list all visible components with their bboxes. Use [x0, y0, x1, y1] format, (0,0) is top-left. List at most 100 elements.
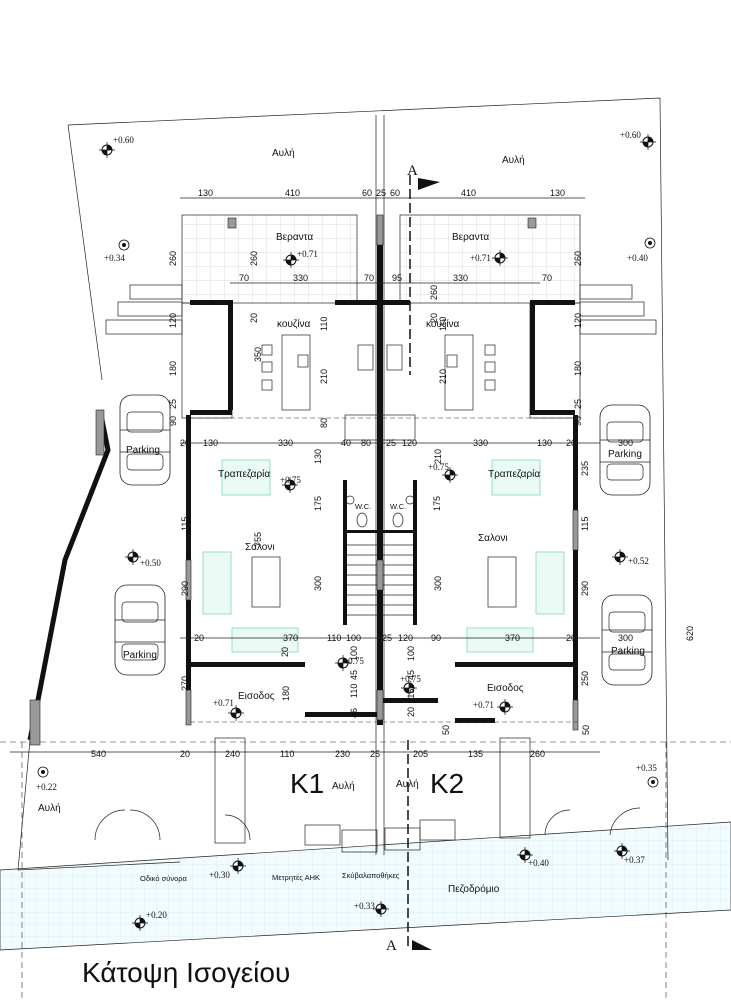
dimensions-top: 130 410 60 25 60 410 130 70 330 70 95 33… [91, 188, 633, 759]
level: +0.75 [280, 475, 301, 485]
label-entrance-k1: Εισοδος [238, 691, 275, 702]
dim: 260 [429, 285, 439, 300]
note-road-boundary: Οδικό σύνορα [140, 874, 188, 883]
dim: 110 [438, 317, 448, 331]
dimensions-vertical: 260 260 260 260 120 120 180 180 350 110 … [168, 251, 695, 735]
dim: 25 [168, 399, 178, 409]
dim: 130 [203, 438, 218, 448]
label-yard-k1: Αυλή [332, 780, 355, 792]
level: +0.52 [628, 556, 649, 566]
label-yard-k2: Αυλή [396, 778, 419, 790]
dim: 175 [313, 496, 323, 511]
label-kitchen-k1: κουζίνα [277, 318, 311, 330]
dim: 300 [618, 438, 633, 448]
label-veranda-k1: Βεραντα [276, 232, 313, 243]
dim: 20 [429, 313, 439, 323]
dim: 45 [406, 670, 416, 680]
dim: 90 [431, 633, 441, 643]
dim: 230 [335, 749, 350, 759]
veranda-k1 [181, 214, 358, 304]
dim: 330 [278, 438, 293, 448]
dim: 130 [198, 188, 213, 198]
dim: 50 [581, 725, 591, 735]
dim: 290 [180, 581, 190, 596]
section-marker-top: A [407, 163, 418, 179]
unit-k2: K2 [430, 768, 464, 799]
dim: 330 [293, 273, 308, 283]
dim: 210 [438, 369, 448, 384]
level: +0.71 [213, 698, 234, 708]
label-dining-k1: Τραπεζαρία [218, 468, 270, 480]
dim: 70 [542, 273, 552, 283]
dim: 135 [468, 749, 483, 759]
dim: 115 [180, 517, 190, 531]
dim: 370 [283, 633, 298, 643]
level: +0.60 [113, 135, 134, 145]
dim: 80 [319, 418, 329, 428]
label-living-k1: Σαλονι [245, 542, 275, 553]
dim: 25 [573, 399, 583, 409]
level: +0.30 [209, 870, 230, 880]
section-marker-bottom: A [386, 938, 397, 954]
dim: 210 [319, 369, 329, 384]
dim: 130 [550, 188, 565, 198]
dim: 100 [349, 646, 359, 661]
stairs [347, 544, 413, 616]
dim: 370 [505, 633, 520, 643]
label-dining-k2: Τραπεζαρία [488, 468, 540, 480]
dim: 25 [376, 188, 386, 198]
plot-boundary [67, 97, 669, 861]
dim: 410 [285, 188, 300, 198]
dim: 110 [280, 749, 294, 759]
dim: 20 [566, 438, 576, 448]
dim: 180 [281, 686, 291, 701]
label-yard-left: Αυλή [38, 802, 61, 814]
dim: 180 [168, 361, 178, 376]
dim: 130 [313, 449, 323, 464]
dim: 120 [168, 313, 178, 328]
label-yard-k2-top: Αυλή [502, 154, 525, 166]
label-sidewalk: Πεζοδρόμιο [448, 883, 500, 895]
dim: 20 [566, 633, 576, 643]
level: +0.71 [470, 253, 491, 263]
label-parking-1: Parking [126, 445, 160, 456]
dim: 330 [453, 273, 468, 283]
dim: 240 [225, 749, 240, 759]
dim: 300 [618, 633, 633, 643]
dim: 130 [537, 438, 552, 448]
dim: 260 [573, 251, 583, 266]
dim: 25 [386, 438, 396, 448]
level: +0.37 [624, 855, 645, 865]
dim: 95 [392, 273, 402, 283]
level: +0.71 [473, 700, 494, 710]
dim: 50 [441, 725, 451, 735]
level: +0.71 [297, 249, 318, 259]
label-veranda-k2: Βεραντα [452, 232, 489, 243]
level: +0.40 [627, 253, 648, 263]
dim: 210 [433, 449, 443, 464]
dim: 45 [349, 670, 359, 680]
dim: 70 [364, 273, 374, 283]
dim: 20 [180, 749, 190, 759]
dim: 235 [580, 461, 590, 476]
dim: 110 [319, 317, 329, 331]
dim: 300 [313, 576, 323, 591]
veranda-k2 [399, 214, 581, 304]
drawing-title: Κάτοψη Ισογείου [82, 957, 290, 988]
dim: 120 [402, 438, 417, 448]
dim: 115 [406, 689, 416, 703]
label-living-k2: Σαλονι [478, 533, 508, 544]
label-entrance-k2: Εισοδος [487, 683, 524, 694]
dim: 260 [530, 749, 545, 759]
dim: 90 [168, 416, 178, 426]
dim: 100 [346, 633, 361, 643]
dim: 100 [406, 646, 416, 661]
note-bins: Σκύβαλαποθήκες [342, 871, 400, 880]
dim: 20 [280, 647, 290, 657]
label-parking-3: Parking [608, 449, 642, 460]
dim: 70 [239, 273, 249, 283]
level: +0.20 [146, 910, 167, 920]
label-wc-k2: W.C. [390, 502, 406, 511]
dim: 115 [580, 517, 590, 531]
